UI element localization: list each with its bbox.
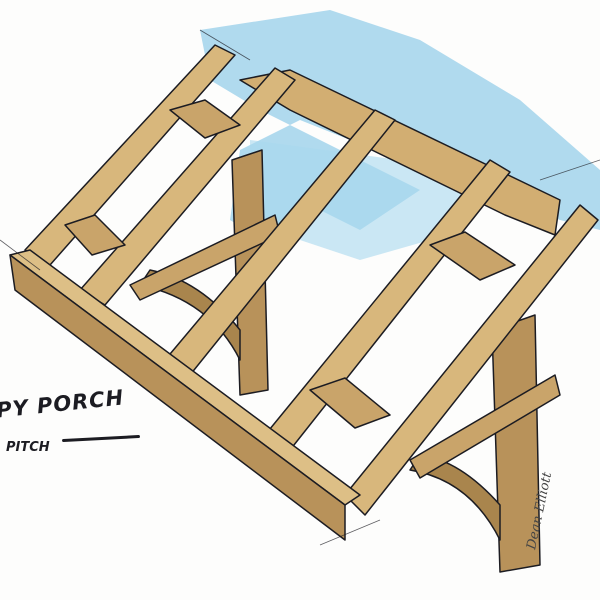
construction-line — [0, 239, 41, 271]
right-post — [491, 314, 541, 573]
construction-line — [319, 519, 381, 546]
noggin-3 — [429, 231, 516, 281]
caption-subtitle: PITCH — [6, 440, 50, 455]
noggin-4 — [309, 377, 391, 429]
construction-line — [539, 159, 600, 181]
noggin-2 — [64, 214, 126, 256]
rafter-5 — [344, 204, 599, 516]
eave-beam-face — [9, 254, 346, 541]
noggin-1 — [169, 99, 241, 139]
right-brace — [409, 374, 561, 479]
construction-line — [199, 29, 251, 61]
